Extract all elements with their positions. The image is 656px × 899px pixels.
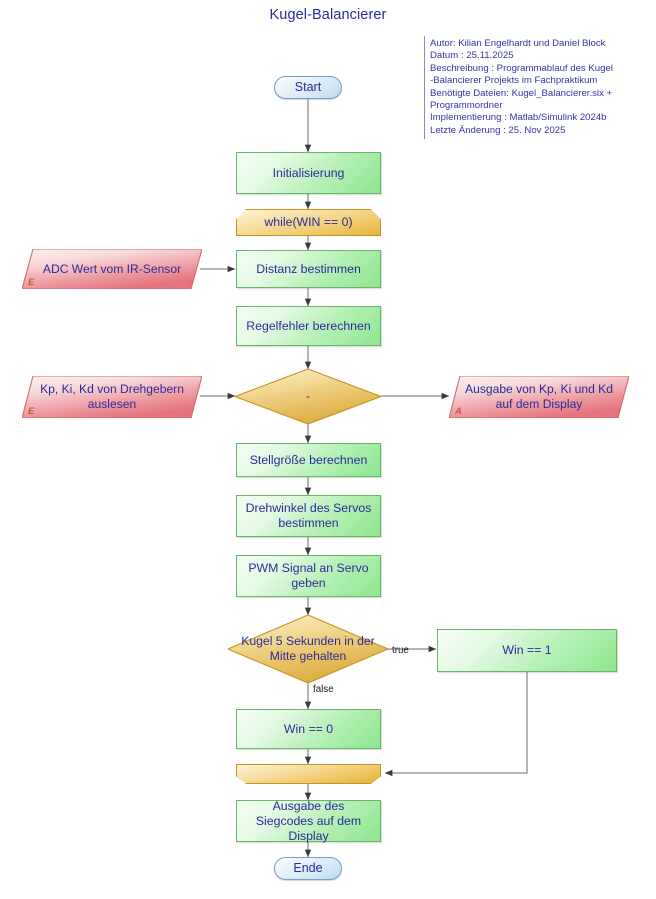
io-tag-eingabe: E — [28, 277, 35, 288]
diamond-shape — [235, 369, 381, 424]
node-drehgeber-input-label: Kp, Ki, Kd von Drehgebern auslesen — [40, 382, 184, 411]
node-decision-pid-label: - — [305, 389, 311, 404]
node-win-1-label: Win == 1 — [502, 643, 552, 657]
page-title: Kugel-Balancierer — [269, 7, 387, 23]
node-decision-kugel[interactable]: Kugel 5 Sekunden in der Mitte gehalten — [228, 615, 388, 683]
edge-label-false: false — [313, 684, 334, 695]
node-start[interactable]: Start — [274, 76, 342, 99]
diamond-shape — [228, 615, 388, 683]
node-pwm-signal-label: PWM Signal an Servo geben — [248, 561, 369, 590]
node-merge[interactable] — [236, 764, 381, 784]
node-stellgroesse-berechnen-label: Stellgröße berechnen — [249, 452, 368, 467]
node-win-1[interactable]: Win == 1 — [437, 629, 617, 672]
node-drehgeber-input[interactable]: Kp, Ki, Kd von Drehgebern auslesen E — [22, 376, 202, 418]
io-tag-ausgabe: A — [455, 406, 462, 417]
node-adc-input[interactable]: ADC Wert vom IR-Sensor E — [22, 249, 202, 289]
node-stellgroesse-berechnen[interactable]: Stellgröße berechnen — [236, 443, 381, 477]
node-win-0[interactable]: Win == 0 — [236, 709, 381, 749]
node-win-0-label: Win == 0 — [283, 721, 334, 736]
node-drehwinkel-bestimmen-label: Drehwinkel des Servos bestimmen — [245, 501, 372, 530]
node-initialisierung-label: Initialisierung — [272, 165, 345, 180]
node-pid-output-label: Ausgabe von Kp, Ki und Kd auf dem Displa… — [465, 382, 613, 411]
node-distanz-bestimmen-label: Distanz bestimmen — [256, 261, 361, 276]
node-start-label: Start — [294, 79, 322, 94]
node-initialisierung[interactable]: Initialisierung — [236, 152, 381, 194]
node-ende-label: Ende — [293, 860, 323, 875]
node-distanz-bestimmen[interactable]: Distanz bestimmen — [236, 250, 381, 288]
node-while-loop-label: while(WIN == 0) — [264, 215, 353, 229]
node-siegcode-ausgabe-label: Ausgabe des Siegcodes auf dem Display — [255, 798, 362, 843]
node-decision-kugel-label: Kugel 5 Sekunden in der Mitte gehalten — [241, 634, 375, 663]
node-siegcode-ausgabe[interactable]: Ausgabe des Siegcodes auf dem Display — [236, 798, 381, 843]
node-regelfehler-berechnen[interactable]: Regelfehler berechnen — [236, 306, 381, 346]
node-ende[interactable]: Ende — [274, 857, 342, 880]
parallelogram-shape — [22, 249, 202, 289]
node-decision-pid[interactable]: - — [235, 369, 381, 424]
metadata-note: Autor: Kilian Engelhardt und Daniel Bloc… — [424, 36, 628, 139]
node-drehwinkel-bestimmen[interactable]: Drehwinkel des Servos bestimmen — [236, 495, 381, 537]
node-adc-input-label: ADC Wert vom IR-Sensor — [42, 261, 182, 276]
parallelogram-shape — [449, 376, 629, 418]
edge-label-true: true — [392, 645, 409, 656]
io-tag-eingabe: E — [28, 406, 35, 417]
node-regelfehler-berechnen-label: Regelfehler berechnen — [246, 318, 371, 333]
node-pid-output[interactable]: Ausgabe von Kp, Ki und Kd auf dem Displa… — [449, 376, 629, 418]
parallelogram-shape — [22, 376, 202, 418]
node-pwm-signal[interactable]: PWM Signal an Servo geben — [236, 555, 381, 597]
node-while-loop[interactable]: while(WIN == 0) — [236, 209, 381, 236]
